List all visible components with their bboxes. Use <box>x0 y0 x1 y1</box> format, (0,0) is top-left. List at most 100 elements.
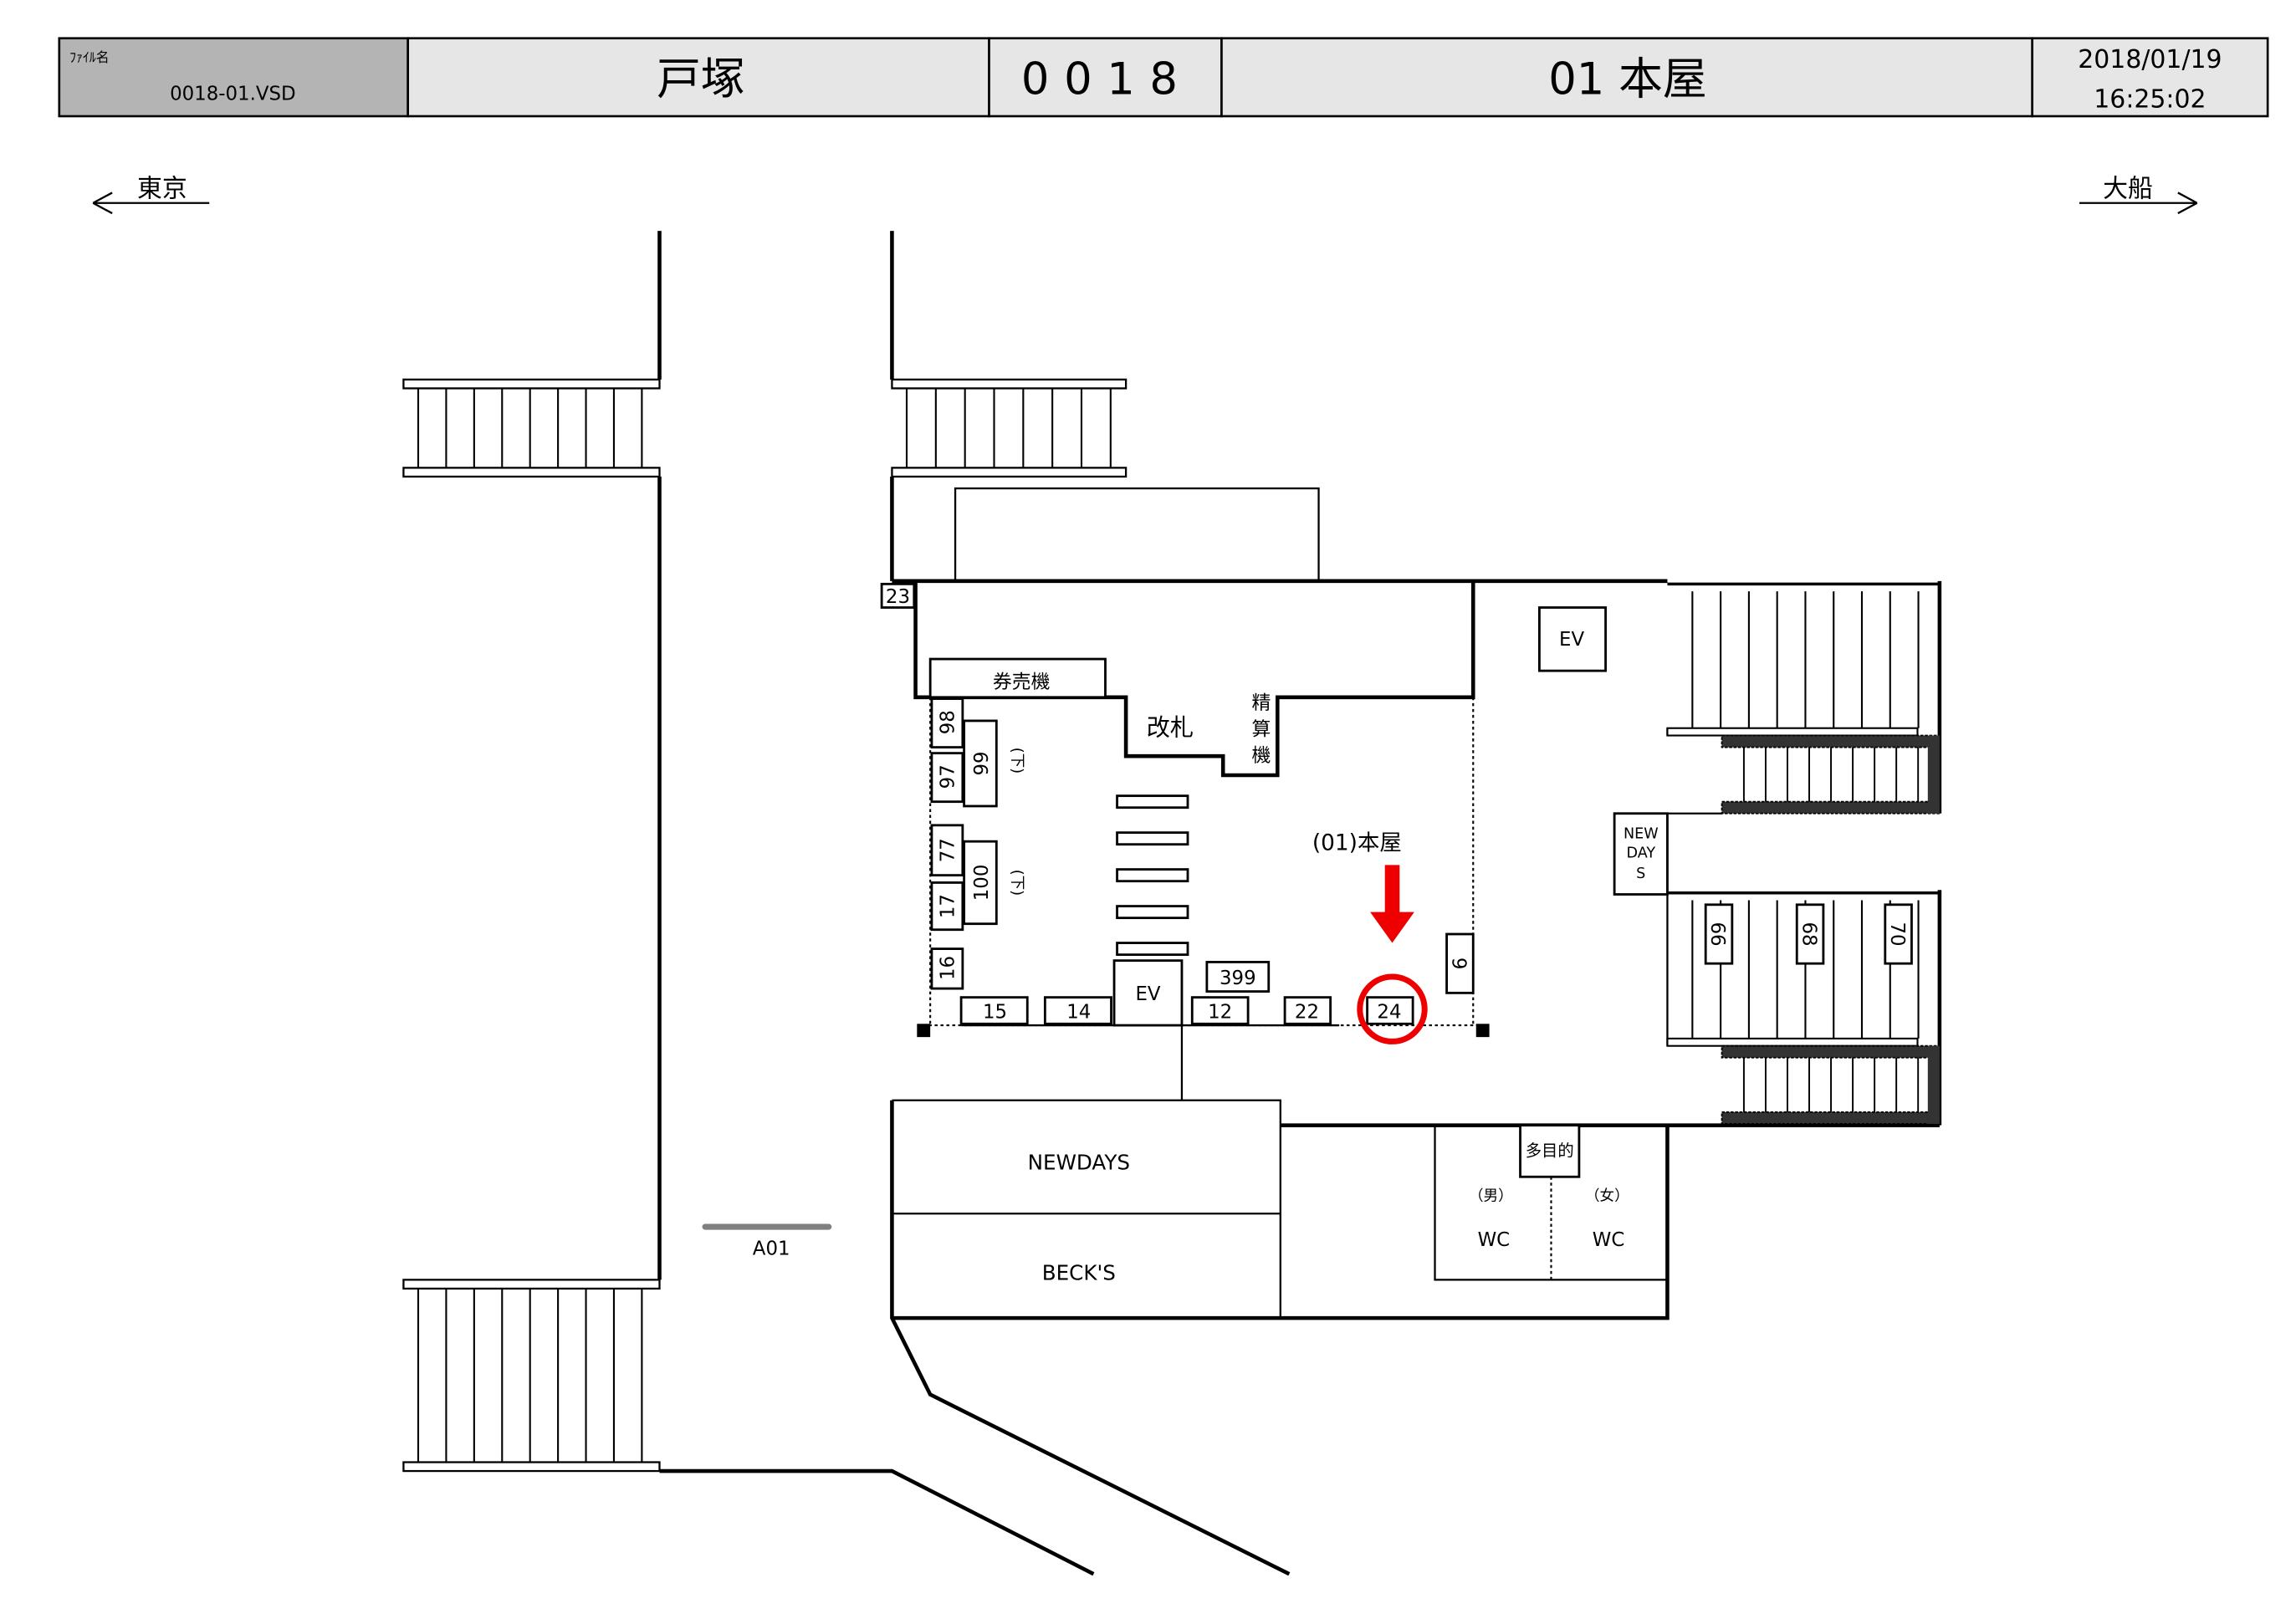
ad-17[interactable] <box>930 881 964 932</box>
station-code: 0018 <box>1021 54 1193 105</box>
ad-9[interactable] <box>1445 932 1475 994</box>
women-label: （女） <box>1585 1187 1629 1204</box>
ad-24-label: 24 <box>1377 1001 1401 1023</box>
direction-right-label: 大船 <box>2103 175 2153 204</box>
stair-right-lower-band <box>1721 1044 1941 1059</box>
header-bar: ﾌｧｲﾙ名 0018-01.VSD 戸塚 0018 01 本屋 2018/01/… <box>58 37 2269 118</box>
fare-adjust-label-3: 機 <box>1252 745 1271 767</box>
ad-77-label: 77 <box>937 838 959 862</box>
ticket-machine-label: 券売機 <box>993 672 1051 693</box>
station-cell <box>407 37 990 118</box>
fare-adjust-label-1: 精 <box>1252 692 1271 714</box>
ad-22-label: 22 <box>1295 1001 1319 1023</box>
ad-68-label: 68 <box>1797 922 1819 946</box>
newdays-kiosk <box>1613 812 1669 896</box>
gate <box>1116 942 1189 957</box>
newdays-small-3: S <box>1636 866 1645 882</box>
gate <box>1116 905 1189 920</box>
ad-66[interactable] <box>1704 903 1734 965</box>
date: 2018/01/19 <box>2078 45 2222 74</box>
ad-98[interactable] <box>930 697 964 749</box>
location-cell <box>1220 37 2034 118</box>
stair-left-top-rail <box>402 467 661 478</box>
stair-left-bottom-rail <box>402 1461 661 1473</box>
fare-adjust-label-2: 算 <box>1252 719 1271 741</box>
file-cell <box>58 37 410 118</box>
ad-23[interactable] <box>880 582 916 609</box>
ad-399-label: 399 <box>1220 968 1256 989</box>
file-label: ﾌｧｲﾙ名 <box>69 49 109 65</box>
ad-98-label: 98 <box>937 710 959 734</box>
ad-22[interactable] <box>1283 996 1332 1025</box>
gate <box>1116 831 1189 846</box>
stair-center-top-rail <box>891 378 1128 390</box>
ad-399[interactable] <box>1205 961 1271 993</box>
gate <box>1116 794 1189 809</box>
stair-left-top-rail <box>402 378 661 390</box>
ad-97-label: 97 <box>937 764 959 789</box>
direction-tokyo: 東京 <box>92 175 210 215</box>
current-location-label: (01)本屋 <box>1312 831 1402 856</box>
code-cell <box>988 37 1223 118</box>
elevator-right-label: EV <box>1559 629 1584 651</box>
ad-100-down-label: (下) <box>1009 870 1025 896</box>
ad-100[interactable] <box>963 840 998 926</box>
ad-16[interactable] <box>930 947 964 990</box>
ad-12[interactable] <box>1190 996 1250 1025</box>
multipurpose-label: 多目的 <box>1526 1141 1574 1161</box>
time: 16:25:02 <box>2094 84 2206 114</box>
newdays-small-1: NEW <box>1624 826 1659 843</box>
arrow-down-icon <box>1370 865 1414 943</box>
arrow-left-icon <box>92 192 210 215</box>
ad-12-label: 12 <box>1208 1001 1232 1023</box>
ad-15[interactable] <box>959 996 1029 1025</box>
ad-68[interactable] <box>1795 903 1825 965</box>
walls <box>657 231 1942 1576</box>
ticket-gates <box>1116 794 1189 957</box>
multipurpose-wc-box <box>1519 1124 1581 1178</box>
station-name: 戸塚 <box>657 54 745 105</box>
ad-70-label: 70 <box>1886 922 1908 946</box>
ad-77[interactable] <box>930 824 964 877</box>
ad-66-label: 66 <box>1706 922 1728 946</box>
stair-right-upper-band <box>1927 735 1940 814</box>
ad-23-label: 23 <box>886 586 910 608</box>
stairs-group <box>402 378 1941 1473</box>
elevator-box <box>1112 959 1184 1027</box>
stair-left-bottom-rail <box>402 1279 661 1290</box>
stair-right-lower-rail <box>1666 1037 1919 1047</box>
becks-label: BECK'S <box>1042 1260 1116 1284</box>
ad-24[interactable] <box>1366 996 1414 1025</box>
gate <box>1116 868 1189 883</box>
ticket-gate-label: 改札 <box>1147 714 1194 742</box>
ad-99-down-label: (下) <box>1009 748 1025 774</box>
datetime-cell <box>2031 37 2269 118</box>
location-name: 01 本屋 <box>1548 54 1706 105</box>
wc-women-label: WC <box>1593 1229 1625 1251</box>
ad-15-label: 15 <box>983 1001 1007 1023</box>
platform-marker-label: A01 <box>753 1238 790 1259</box>
elevator-label: EV <box>1135 983 1160 1005</box>
highlight-circle <box>1357 973 1428 1044</box>
ad-99[interactable] <box>963 719 998 808</box>
stair-right-upper-band <box>1721 800 1941 815</box>
ad-16-label: 16 <box>937 956 959 980</box>
ad-97[interactable] <box>930 752 964 804</box>
ad-70[interactable] <box>1884 903 1913 965</box>
ad-17-label: 17 <box>937 894 959 918</box>
ad-99-label: 99 <box>971 751 993 775</box>
stair-right-lower-band <box>1721 1111 1941 1125</box>
ad-14-label: 14 <box>1066 1001 1091 1023</box>
wc-men-label: WC <box>1478 1229 1511 1251</box>
stair-center-top-rail <box>891 467 1128 478</box>
men-label: （男） <box>1469 1187 1513 1204</box>
stair-right-upper-rail <box>1666 727 1919 737</box>
ad-14[interactable] <box>1043 996 1112 1025</box>
ticket-machine-box <box>928 657 1107 699</box>
newdays-label: NEWDAYS <box>1028 1150 1130 1174</box>
arrow-right-icon <box>2079 192 2198 215</box>
ad-100-label: 100 <box>971 865 993 901</box>
newdays-small-2: DAY <box>1626 845 1655 862</box>
